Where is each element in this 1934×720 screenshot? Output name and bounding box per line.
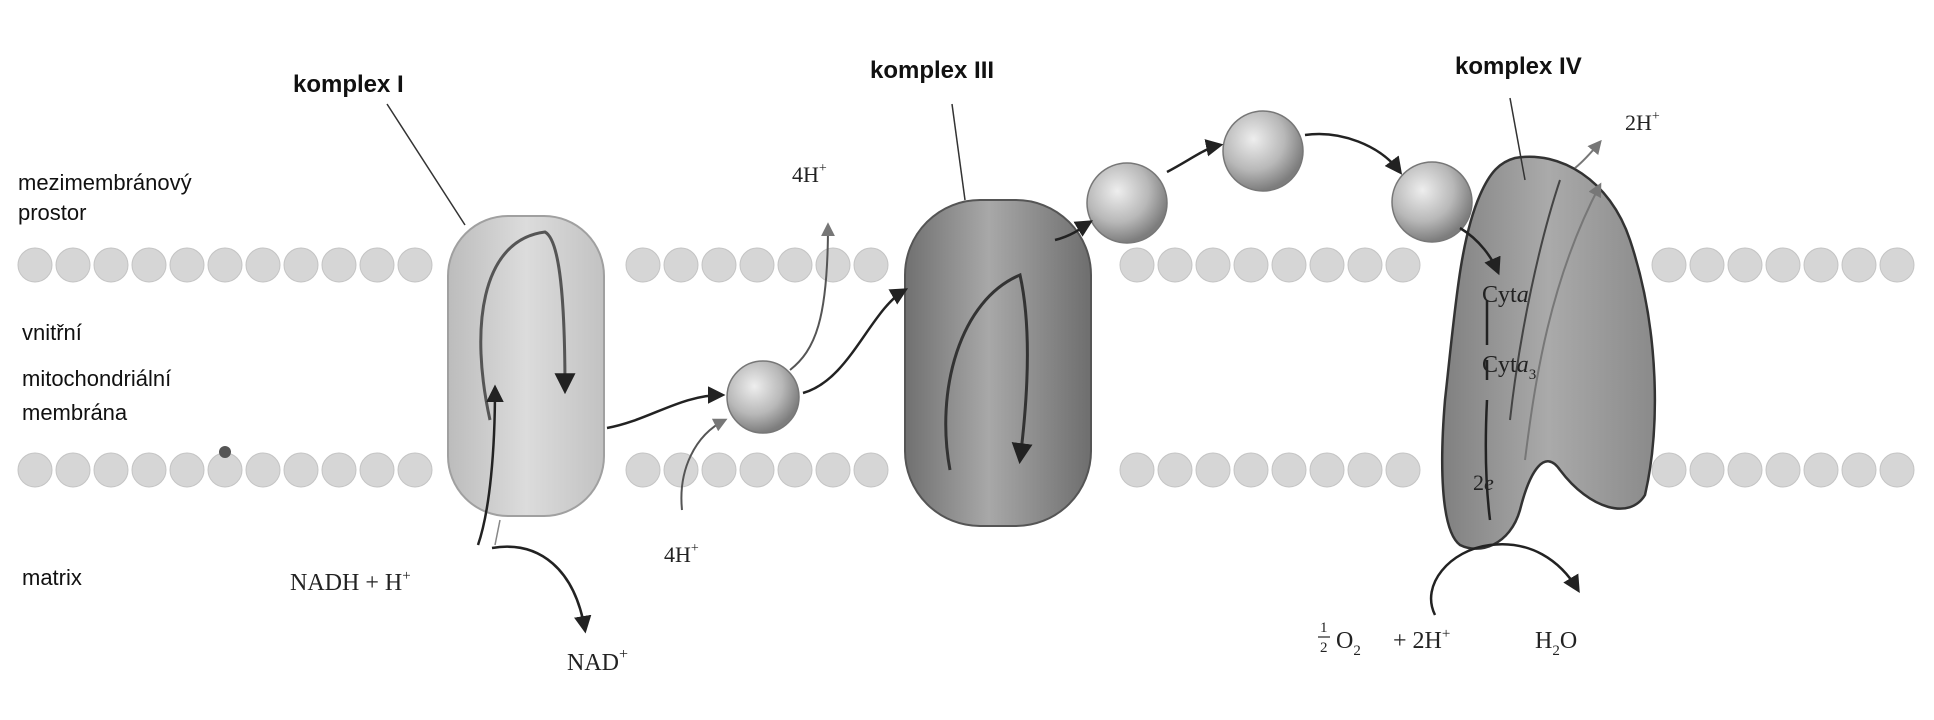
lipid-head xyxy=(1120,248,1154,282)
lipid-head xyxy=(854,453,888,487)
half-numerator: 1 xyxy=(1320,620,1328,636)
lipid-head xyxy=(854,248,888,282)
water-label: H2O xyxy=(1535,628,1577,659)
lipid-head xyxy=(1310,248,1344,282)
lipid-head xyxy=(360,248,394,282)
lipid-head xyxy=(1804,453,1838,487)
lipid-head xyxy=(322,453,356,487)
lipid-head xyxy=(1728,453,1762,487)
lipid-head xyxy=(1158,248,1192,282)
region-inner-membrane-line1: vnitřní xyxy=(22,320,82,345)
lipid-head xyxy=(1652,248,1686,282)
complex-i-label: komplex I xyxy=(293,71,404,98)
lipid-head xyxy=(1348,453,1382,487)
lipid-head xyxy=(778,248,812,282)
complex-iii-pointer xyxy=(952,104,965,200)
cyt-a-label: Cyta xyxy=(1482,282,1529,308)
lipid-head xyxy=(816,453,850,487)
half-denominator: 2 xyxy=(1320,640,1328,656)
proton-4h-bottom: 4H+ xyxy=(664,541,699,567)
nadh-label: NADH + H+ xyxy=(290,568,411,596)
region-matrix: matrix xyxy=(22,565,82,590)
region-intermembrane-line1: mezimembránový xyxy=(18,170,192,195)
lipid-head xyxy=(1880,453,1914,487)
nad-label: NAD+ xyxy=(567,646,628,676)
lipid-head xyxy=(322,248,356,282)
lipid-head xyxy=(170,453,204,487)
lipid-head xyxy=(56,248,90,282)
lipid-head xyxy=(132,453,166,487)
lipid-head xyxy=(208,248,242,282)
lipid-head xyxy=(284,248,318,282)
lipid-head xyxy=(246,453,280,487)
lipid-head xyxy=(18,248,52,282)
plus-2h-label: + 2H+ xyxy=(1393,626,1450,654)
o2-label: O2 xyxy=(1336,628,1361,659)
lipid-head xyxy=(1690,248,1724,282)
lipid-head xyxy=(1234,248,1268,282)
lipid-head xyxy=(1310,453,1344,487)
lipid-head xyxy=(18,453,52,487)
lipid-head xyxy=(1842,248,1876,282)
proton-4h-top: 4H+ xyxy=(792,161,827,187)
cytochrome-c-carrier-3 xyxy=(1392,162,1472,242)
lipid-head xyxy=(1196,248,1230,282)
lipid-head xyxy=(1234,453,1268,487)
lipid-head xyxy=(94,453,128,487)
lipid-head xyxy=(132,248,166,282)
lipid-head xyxy=(816,248,850,282)
region-intermembrane-line2: prostor xyxy=(18,200,86,225)
lipid-head xyxy=(740,248,774,282)
lipid-head xyxy=(1766,248,1800,282)
lipid-head xyxy=(626,453,660,487)
lipid-head xyxy=(94,248,128,282)
lipid-head xyxy=(1386,453,1420,487)
lipid-head xyxy=(1120,453,1154,487)
lipid-head xyxy=(1386,248,1420,282)
lipid-head xyxy=(740,453,774,487)
ubiquinone-carrier xyxy=(727,361,799,433)
lipid-head xyxy=(170,248,204,282)
lipid-head xyxy=(56,453,90,487)
lipid-head xyxy=(664,453,698,487)
lipid-head xyxy=(1652,453,1686,487)
lipid-head xyxy=(1272,453,1306,487)
complex-iv-label: komplex IV xyxy=(1455,53,1582,80)
complex-i-pointer xyxy=(387,104,465,225)
cytochrome-c-carrier-2 xyxy=(1223,111,1303,191)
lipid-head xyxy=(1690,453,1724,487)
lipid-head xyxy=(1348,248,1382,282)
lipid-head xyxy=(626,248,660,282)
lipid-head xyxy=(398,453,432,487)
lipid-head xyxy=(246,248,280,282)
lipid-head xyxy=(702,453,736,487)
lipid-head xyxy=(208,453,242,487)
complex-i-shape xyxy=(448,216,604,545)
lipid-head xyxy=(284,453,318,487)
region-inner-membrane-line3: membrána xyxy=(22,400,128,425)
lipid-head xyxy=(778,453,812,487)
complex-iii-label: komplex III xyxy=(870,57,994,84)
lipid-head xyxy=(1766,453,1800,487)
lipid-head xyxy=(1880,248,1914,282)
proton-2h-top: 2H+ xyxy=(1625,109,1660,135)
lipid-head xyxy=(1272,248,1306,282)
membrane-speck xyxy=(219,446,231,458)
oxygen-equation: 1 2 O2 + 2H+ xyxy=(1318,620,1450,659)
cytochrome-c-carrier-1 xyxy=(1087,163,1167,243)
lipid-head xyxy=(1728,248,1762,282)
lipid-head xyxy=(702,248,736,282)
lipid-head xyxy=(360,453,394,487)
lipid-head xyxy=(1804,248,1838,282)
lipid-head xyxy=(1196,453,1230,487)
lipid-head xyxy=(1842,453,1876,487)
complex-iii-shape xyxy=(905,200,1091,526)
electron-2e-label: 2e xyxy=(1473,470,1494,495)
region-inner-membrane-line2: mitochondriální xyxy=(22,366,171,391)
lipid-head xyxy=(664,248,698,282)
lipid-head xyxy=(1158,453,1192,487)
lipid-head xyxy=(398,248,432,282)
